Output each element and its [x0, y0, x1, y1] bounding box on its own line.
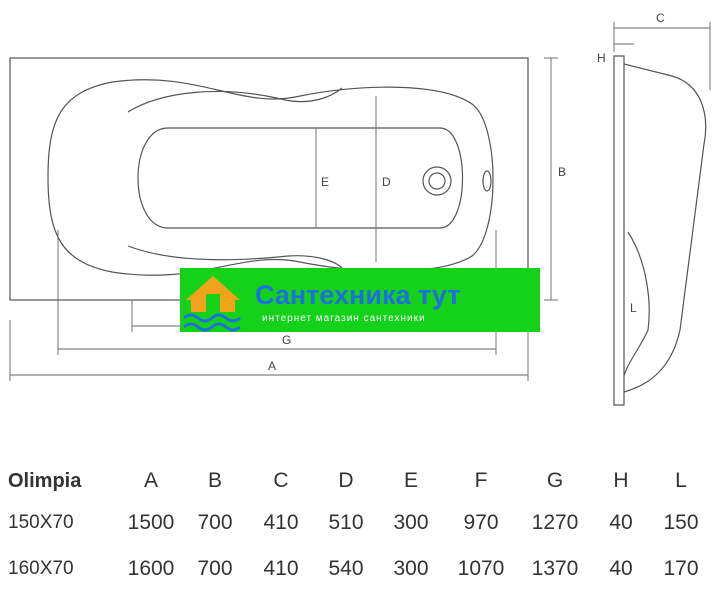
cell-a: 1600 — [127, 557, 175, 580]
cell-d: 540 — [328, 557, 364, 580]
header-model: Olimpia — [8, 469, 82, 492]
tub-side-body — [623, 63, 707, 393]
side-view — [613, 55, 707, 406]
label-l: L — [630, 301, 637, 315]
tub-side-detail — [623, 231, 650, 377]
cell-b: 700 — [197, 557, 233, 580]
watermark-subtitle: интернет магазин сантехники — [262, 313, 426, 324]
cell-l: 170 — [663, 557, 699, 580]
watermark: Сантехника тут интернет магазин сантехни… — [180, 268, 540, 332]
header-e: E — [403, 469, 418, 492]
header-b: B — [207, 469, 222, 492]
top-view — [9, 57, 529, 301]
cell-f: 1070 — [457, 557, 505, 580]
tub-side-profile — [613, 55, 625, 406]
cell-h: 40 — [609, 557, 633, 580]
cell-f: 970 — [463, 511, 499, 534]
header-g: G — [546, 469, 564, 492]
table-header-row: Olimpia A B C D E F G H L — [8, 462, 712, 500]
cell-a: 1500 — [127, 511, 175, 534]
cell-h: 40 — [609, 511, 633, 534]
label-g: G — [282, 333, 291, 347]
tub-inner-bowl — [47, 79, 494, 276]
header-a: A — [143, 469, 158, 492]
cell-e: 300 — [393, 557, 429, 580]
cell-l: 150 — [663, 511, 699, 534]
label-b: B — [558, 165, 566, 179]
label-d: D — [382, 175, 391, 189]
specifications-table: Olimpia A B C D E F G H L 150X70 1500 70… — [8, 462, 712, 592]
label-e: E — [321, 175, 329, 189]
cell-b: 700 — [197, 511, 233, 534]
drain-outer — [422, 166, 452, 196]
tub-backrest-curve-lower — [127, 245, 343, 269]
cell-c: 410 — [263, 511, 299, 534]
waves-icon — [183, 313, 241, 332]
header-c: C — [273, 469, 289, 492]
drain-inner — [428, 172, 446, 190]
label-a: A — [268, 359, 276, 373]
cell-model: 150X70 — [8, 512, 74, 533]
cell-d: 510 — [328, 511, 364, 534]
cell-e: 300 — [393, 511, 429, 534]
overflow-hole — [482, 170, 492, 192]
cell-c: 410 — [263, 557, 299, 580]
watermark-title: Сантехника тут — [255, 280, 460, 310]
bathtub-technical-drawing: D E B F G A C H L Сантехника тут интерне… — [9, 11, 711, 406]
header-h: H — [613, 469, 629, 492]
cell-model: 160X70 — [8, 558, 74, 579]
label-c: C — [656, 11, 665, 25]
table-row: 150X70 1500 700 410 510 300 970 1270 40 … — [8, 500, 712, 546]
cell-g: 1370 — [531, 557, 579, 580]
dimension-lines — [9, 22, 711, 381]
header-l: L — [675, 469, 687, 492]
tub-bottom — [137, 127, 463, 229]
cell-g: 1270 — [531, 511, 579, 534]
header-f: F — [474, 469, 488, 492]
header-d: D — [338, 469, 354, 492]
label-h: H — [597, 51, 606, 65]
tub-backrest-curve — [127, 87, 343, 113]
table-row: 160X70 1600 700 410 540 300 1070 1370 40… — [8, 546, 712, 592]
